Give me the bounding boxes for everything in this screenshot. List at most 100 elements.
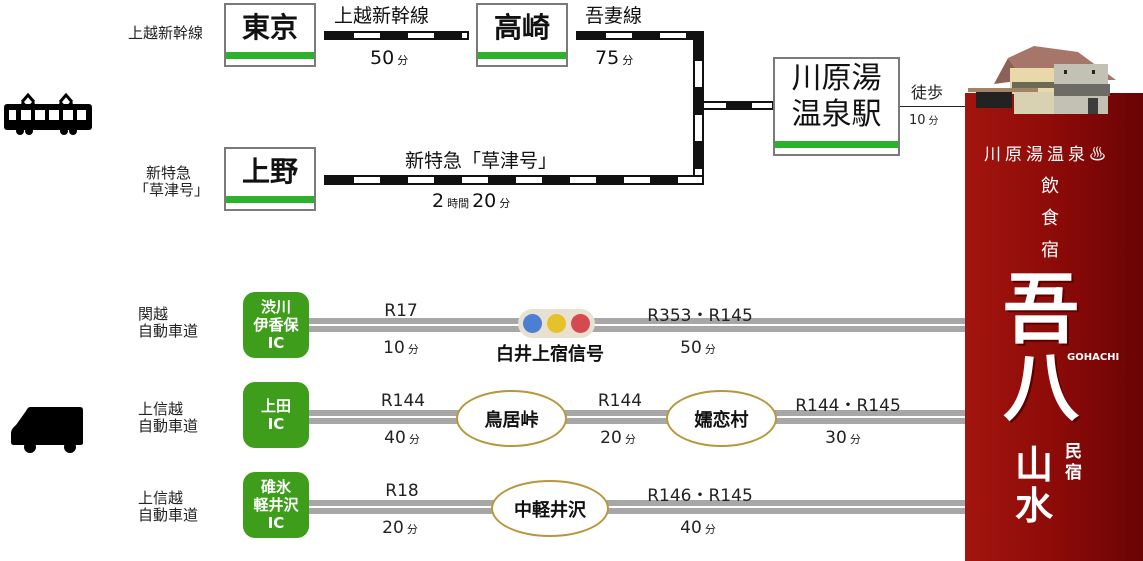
station-name-line2: 温泉駅 [791,97,882,132]
ic-name-line2: 軽井沢 [253,496,299,514]
minshuku-label-2: 宿 [1065,463,1082,483]
road-label: R353・R145 [647,306,753,326]
line-name-kusatsu: 新特急「草津号」 [405,150,558,172]
train-icon [2,87,94,135]
line-label-kusatsu-1: 新特急 [146,164,192,182]
waypoint-label: 白井上宿信号 [496,344,604,365]
waypoint-tsumagoi: 嬬恋村 [666,390,777,447]
area-name: 川原湯温泉♨ [984,140,1110,165]
ic-name-line1: 渋川 [260,298,291,316]
rail-ueno-junction [324,175,704,185]
road-label: R144 [380,391,426,411]
inn-name-romaji: GOHACHI [1067,352,1120,363]
road-label: R146・R145 [647,486,753,506]
tagline-3: 宿 [1041,240,1059,261]
inn-banner [965,93,1143,561]
walk-connector-line [900,106,966,107]
signal-red-light [571,314,590,333]
minshuku-label-1: 民 [1065,442,1082,462]
inn-name-char-2: 八 [1003,343,1079,432]
ic-usui-karuizawa: 碓氷 軽井沢 IC [243,472,309,538]
time-unit: 分 [624,433,636,446]
time-value: 20 [382,518,404,538]
signal-yellow-light [547,314,566,333]
line-color-bar [478,52,566,59]
line-label-joetsu-shinkansen: 上越新幹線 [128,24,204,42]
ic-shibukawa-ikaho: 渋川 伊香保 IC [243,292,309,358]
line-color-bar [226,196,314,203]
onsen-icon: ♨ [1089,145,1110,165]
time-value: 40 [384,428,406,448]
road-label: R144 [597,391,643,411]
station-kawarayu-onsen: 川原湯 温泉駅 [773,57,900,156]
time-value: 50 [680,338,702,358]
ic-name-line1: 上田 [260,397,291,415]
time-unit: 分 [397,54,409,67]
time-unit: 分 [704,523,716,536]
time-unit: 分 [704,343,716,356]
sansui-char-2: 水 [1015,483,1054,528]
line-color-bar [775,141,898,148]
ic-name-line3: IC [267,514,285,532]
signal-blue-light [523,314,542,333]
road-label: R18 [385,481,419,501]
time-value: 75 [595,47,620,69]
time-unit: 分 [622,54,634,67]
rail-tokyo-takasaki [324,31,469,40]
walk-time-value: 10 [909,113,926,128]
hours-value: 2 [432,190,445,212]
area-name-text: 川原湯温泉 [984,145,1089,165]
waypoint-toriitoge: 鳥居峠 [456,390,567,447]
ic-name-line1: 碓氷 [260,478,291,496]
time-unit: 分 [407,343,419,356]
line-name-joetsu: 上越新幹線 [334,5,430,27]
ic-name-line2: 伊香保 [253,316,299,334]
road-label: R144・R145 [795,396,901,416]
expressway-joshinetsu-2: 自動車道 [138,506,199,524]
station-name: 上野 [241,155,298,188]
expressway-joshinetsu-2: 自動車道 [138,417,199,435]
line-color-bar [226,52,314,59]
station-name: 東京 [241,11,298,44]
station-tokyo: 東京 [224,3,316,67]
station-name: 高崎 [493,11,550,44]
ic-ueda: 上田 IC [243,382,309,448]
car-icon [8,405,84,455]
road-route1 [308,318,968,334]
inn-name-char-1: 吾 [1003,265,1079,354]
rail-takasaki-junction [576,31,704,40]
station-takasaki: 高崎 [476,3,568,67]
line-label-kusatsu-2: 「草津号」 [134,181,210,199]
rail-junction-kawarayu [702,101,774,110]
minutes-value: 20 [472,190,497,212]
road-route3 [308,500,968,516]
minutes-unit: 分 [499,197,511,210]
time-value: 10 [383,338,405,358]
tagline-1: 飲 [1041,176,1059,197]
expressway-kanetsu-2: 自動車道 [138,322,199,340]
line-name-agatsuma: 吾妻線 [585,5,643,27]
expressway-kanetsu-1: 関越 [138,305,169,323]
sansui-char-1: 山 [1015,442,1054,487]
ic-name-line2: IC [267,415,285,433]
time-value: 40 [680,518,702,538]
station-name-line1: 川原湯 [791,61,882,96]
hours-unit: 時間 [447,197,470,210]
expressway-joshinetsu-1: 上信越 [138,400,184,418]
time-unit: 分 [408,433,420,446]
road-label: R17 [384,301,418,321]
traffic-signal-icon [518,309,595,338]
time-value: 20 [600,428,622,448]
tagline-2: 食 [1041,208,1059,229]
inn-building-illustration [968,44,1118,116]
